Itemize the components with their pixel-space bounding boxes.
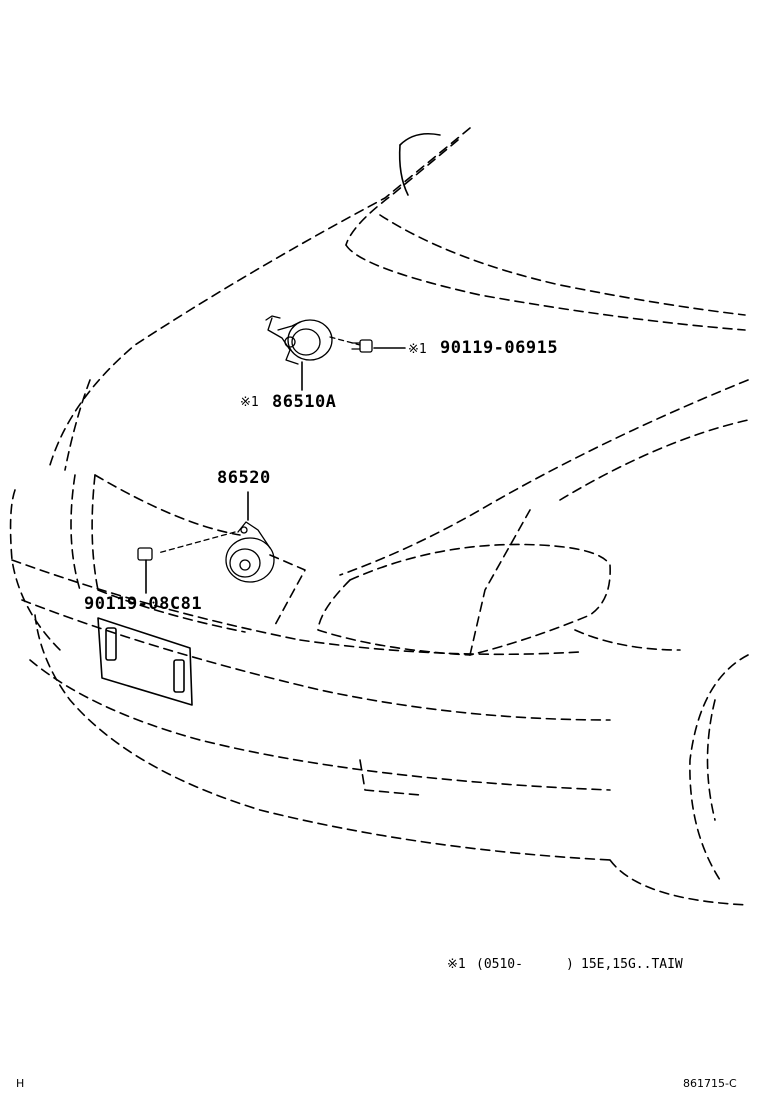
bumper-outline xyxy=(9,489,611,861)
horn-lower-icon xyxy=(225,521,275,583)
applicability-note-close: ) xyxy=(566,957,574,972)
diagram-code: 861715-C xyxy=(683,1077,737,1090)
upper-bolt-part-number: 90119-06915 xyxy=(440,338,559,358)
applicability-note-range: (0510- xyxy=(476,957,523,972)
license-plate-outline xyxy=(97,617,193,706)
upper-horn-part-number: 86510A xyxy=(272,392,337,412)
grille-outline xyxy=(70,474,306,633)
fender-outline xyxy=(559,419,749,906)
footer-left-mark: H xyxy=(16,1077,25,1090)
applicability-note-models: 15E,15G..TAIW xyxy=(581,957,683,972)
mirror-outline xyxy=(398,132,441,196)
upper-horn-mark: ※1 xyxy=(240,395,259,410)
bolt-lower-icon xyxy=(137,531,236,561)
bolt-upper-icon xyxy=(329,336,373,353)
headlamp-outline xyxy=(317,509,681,656)
applicability-note-mark: ※1 xyxy=(447,957,466,972)
lower-bolt-part-number: 90119-08C81 xyxy=(84,594,203,614)
hood-outline xyxy=(49,127,749,576)
lower-horn-part-number: 86520 xyxy=(217,468,271,488)
upper-bolt-mark: ※1 xyxy=(408,342,427,357)
horn-upper-icon xyxy=(265,315,333,365)
